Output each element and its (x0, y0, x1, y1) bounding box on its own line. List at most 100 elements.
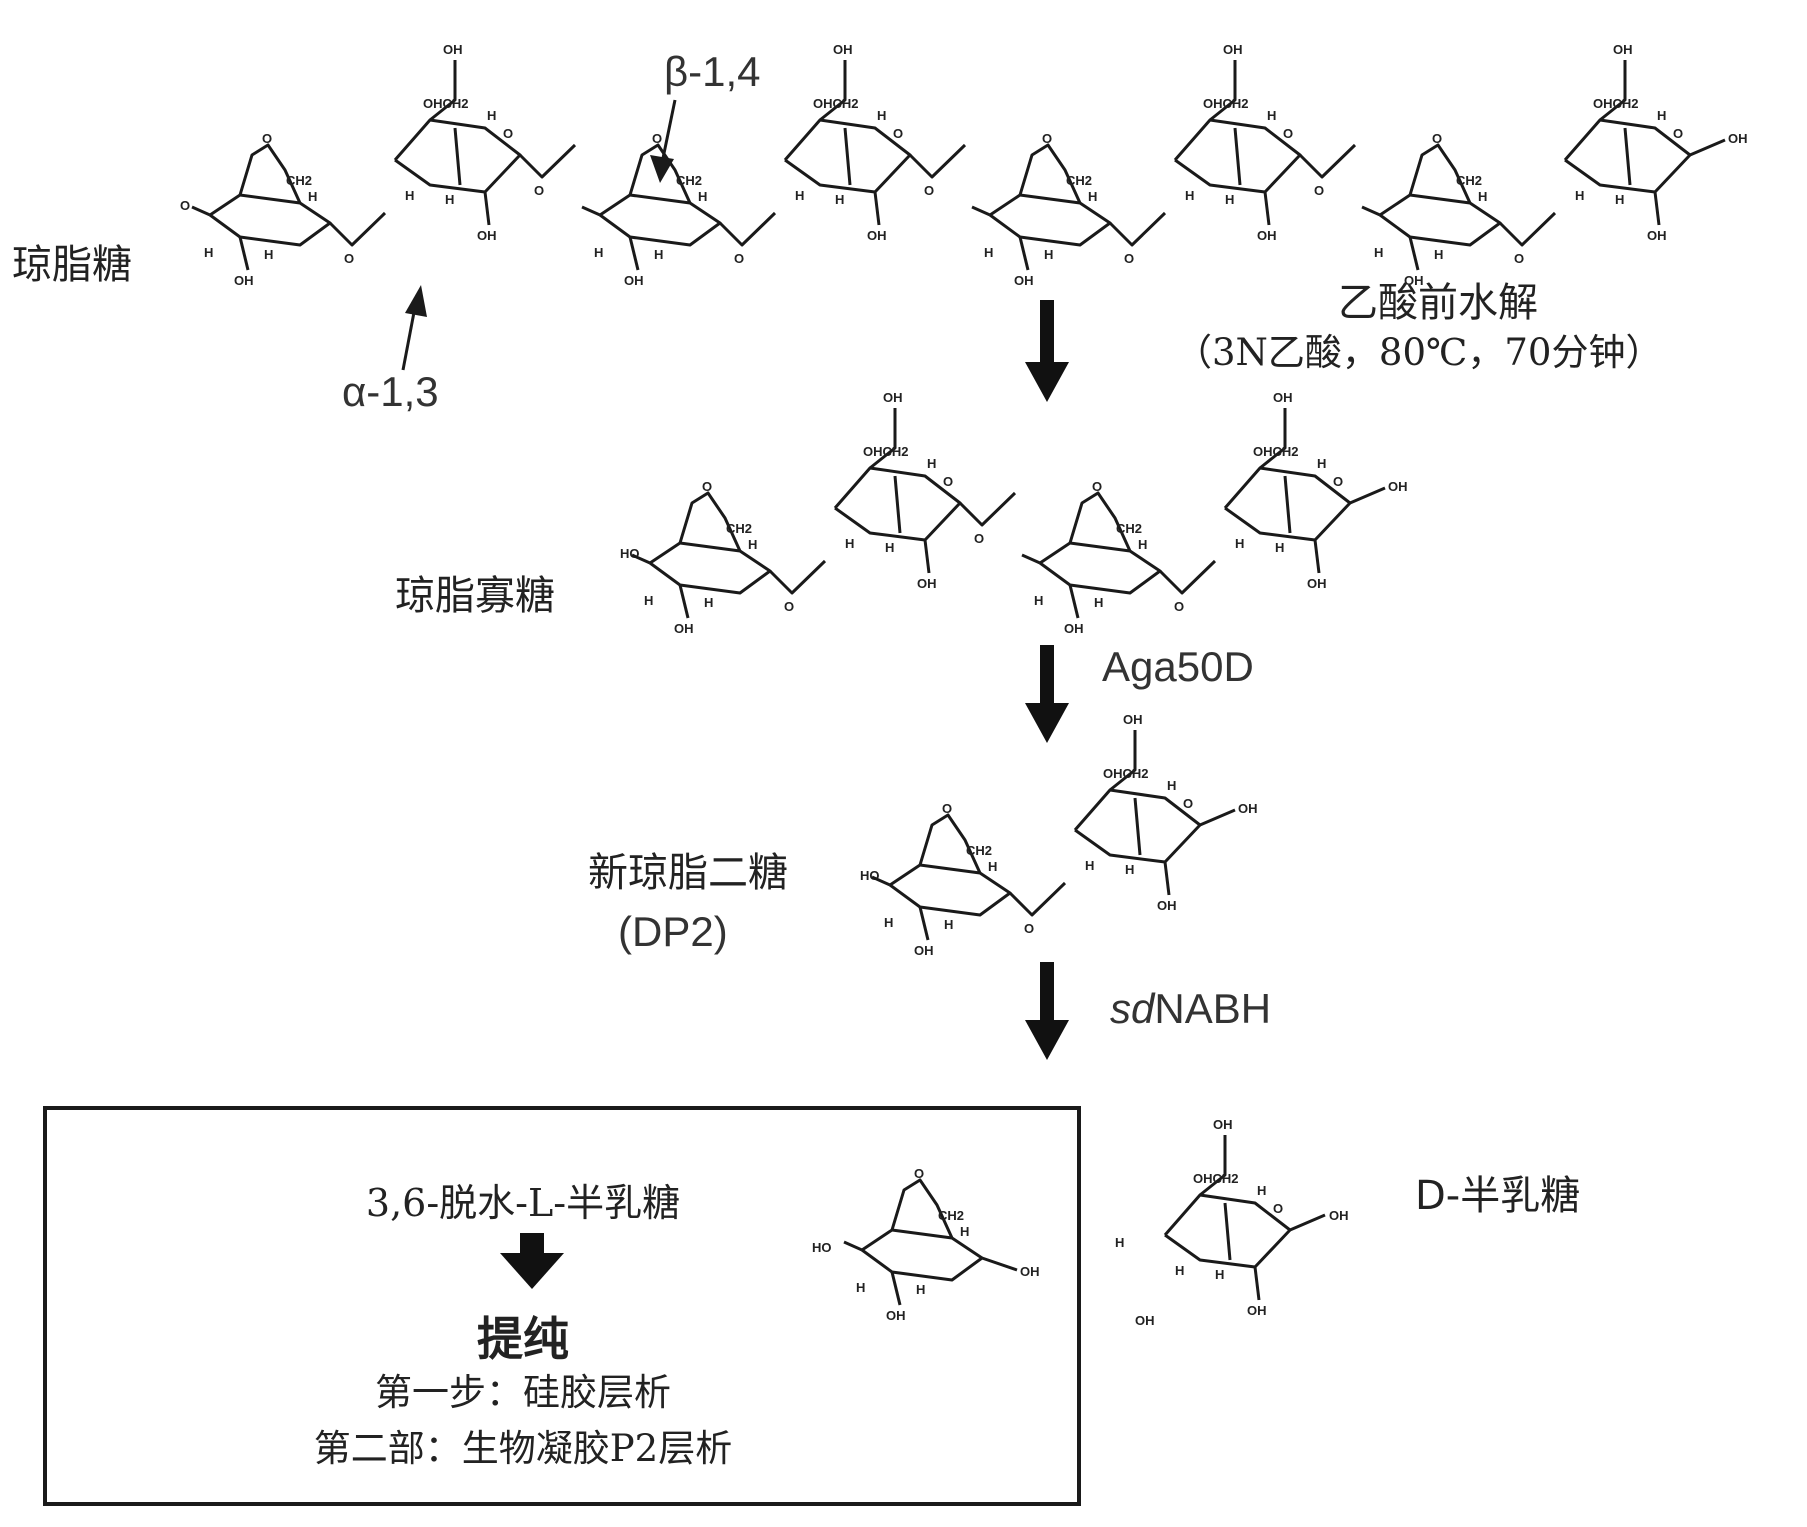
bond (1689, 138, 1726, 157)
oxygen-label: O (734, 251, 744, 266)
bond (453, 127, 462, 186)
hydrogen-label: H (835, 192, 844, 207)
hydrogen-label: H (1088, 189, 1097, 204)
enzyme-suffix: NABH (1154, 985, 1272, 1032)
hydroxyl-label: OH (1157, 898, 1177, 913)
hydrogen-label: H (1085, 858, 1094, 873)
bond (1199, 1135, 1227, 1197)
bond (581, 205, 601, 217)
label-enzyme-aga50d: Aga50D (1102, 643, 1254, 690)
enzyme-italic-prefix: sd (1110, 985, 1155, 1032)
bond (819, 60, 847, 122)
hydrogen-label: H (487, 108, 496, 123)
hydrogen-label: H (445, 192, 454, 207)
ohch2-label: OHCH2 (1203, 96, 1249, 111)
bond (981, 1256, 1018, 1272)
glycosidic-bond (718, 211, 777, 247)
bond (1283, 475, 1292, 534)
hydroxyl-label: OH (1273, 390, 1293, 405)
bond (869, 408, 897, 470)
bridge-bond (1408, 143, 1472, 204)
hydrogen-label: H (1657, 108, 1666, 123)
bridge-bond (1018, 143, 1082, 204)
ch2-label: CH2 (1456, 173, 1482, 188)
oxygen-label: O (1124, 251, 1134, 266)
hydrogen-label: H (1478, 189, 1487, 204)
oxygen-label: O (1673, 126, 1683, 141)
bond (923, 539, 931, 574)
hydrogen-label: H (916, 1282, 925, 1297)
oxygen-label: O (784, 599, 794, 614)
ohch2-label: OHCH2 (1103, 766, 1149, 781)
label-agarose: 琼脂糖 (12, 242, 132, 288)
purification-arrow (500, 1233, 564, 1289)
hydrogen-label: H (884, 915, 893, 930)
bond (1263, 191, 1271, 226)
label-enzyme-sdnabh: sdNABH (1110, 985, 1271, 1033)
ohch2-label: OHCH2 (863, 444, 909, 459)
glycosidic-bond (1008, 881, 1067, 917)
label-agarooligosaccharide: 琼脂寡糖 (395, 573, 555, 619)
hydroxyl-label: OH (674, 621, 694, 636)
bond (1259, 408, 1287, 470)
hydrogen-label: H (308, 189, 317, 204)
hydrogen-label: H (1225, 192, 1234, 207)
ch2-label: CH2 (966, 843, 992, 858)
glycosidic-bond (908, 143, 967, 179)
oxygen-label: O (262, 131, 272, 146)
hydrogen-label: H (1434, 247, 1443, 262)
hydrogen-label: H (877, 108, 886, 123)
bond (871, 875, 891, 887)
bond (1199, 808, 1236, 827)
oxygen-label: O (893, 126, 903, 141)
bridge-bond (628, 143, 692, 204)
hydrogen-label: H (1167, 778, 1176, 793)
hydrogen-label: H (988, 859, 997, 874)
hydrogen-label: H (1034, 593, 1043, 608)
bond (1253, 1266, 1261, 1301)
bond (628, 236, 640, 271)
hydroxyl-label: OH (624, 273, 644, 288)
ohch2-label: OHCH2 (1253, 444, 1299, 459)
oxygen-label: O (1024, 921, 1034, 936)
process-arrow-2 (1025, 645, 1069, 743)
hydrogen-label: H (1094, 595, 1103, 610)
hydrogen-label: H (654, 247, 663, 262)
hydroxyl-label: OH (1213, 1117, 1233, 1132)
oxygen-label: O (702, 479, 712, 494)
bond (191, 205, 211, 217)
hydrogen-label: H (1575, 188, 1584, 203)
hydroxyl-label: OH (1123, 712, 1143, 727)
bond (1313, 539, 1321, 574)
bond (890, 1271, 902, 1306)
hydrogen-label: H (1115, 1235, 1124, 1250)
hydrogen-label: H (594, 245, 603, 260)
label-step-1: 第一步：硅胶层析 (375, 1371, 671, 1414)
bond (1361, 205, 1381, 217)
terminal-label: HO (860, 868, 880, 883)
oxygen-label: O (1514, 251, 1524, 266)
glycosidic-bond (958, 491, 1017, 527)
oxygen-label: O (924, 183, 934, 198)
label-neoagarobiose: 新琼脂二糖 (588, 850, 788, 896)
hydroxyl-label: OH (1020, 1264, 1040, 1279)
bond (1289, 1213, 1326, 1232)
hydrogen-label: H (795, 188, 804, 203)
terminal-label: HO (620, 546, 640, 561)
bond (971, 205, 991, 217)
bond (1021, 553, 1041, 565)
glycosidic-bond (768, 559, 827, 595)
bond (1163, 861, 1171, 896)
oxygen-label: O (1283, 126, 1293, 141)
hydrogen-label: H (1185, 188, 1194, 203)
hydrogen-label: H (856, 1280, 865, 1295)
glycosidic-bond (1158, 559, 1217, 595)
ohch2-label: OHCH2 (423, 96, 469, 111)
ohch2-label: OHCH2 (813, 96, 859, 111)
oxygen-label: O (344, 251, 354, 266)
hydroxyl-label: OH (833, 42, 853, 57)
terminal-label: O (180, 198, 190, 213)
hydrogen-label: H (644, 593, 653, 608)
